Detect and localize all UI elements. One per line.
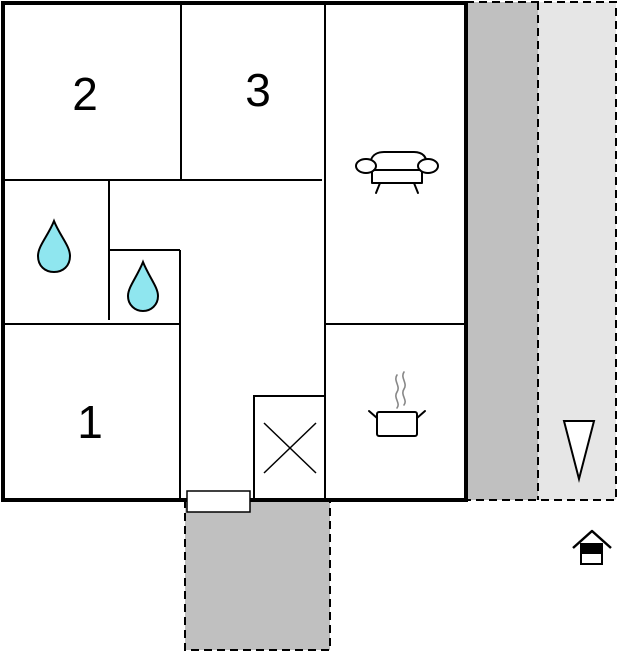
water-drop-icon-toilet <box>126 259 160 313</box>
north-arrow-icon <box>562 420 596 483</box>
cooking-pot-icon <box>368 371 426 437</box>
room-number-3: 3 <box>245 64 271 116</box>
terrace-front <box>184 500 331 651</box>
house-entrance-icon <box>572 529 612 565</box>
interior-walls <box>3 3 466 500</box>
terrace-front-area <box>185 500 330 650</box>
sofa-icon <box>355 151 439 194</box>
stairs <box>253 395 326 501</box>
terrace-dashed-outline <box>466 1 617 501</box>
entrance-door <box>186 490 251 513</box>
terrace-light-strip <box>538 2 616 500</box>
stairs-cross-icon-2 <box>263 422 317 474</box>
room-number-2: 2 <box>72 68 98 120</box>
terrace-side <box>466 1 617 501</box>
terrace-front-dashed-outline <box>184 500 331 651</box>
room-number-1: 1 <box>77 396 103 448</box>
water-drop-icon <box>36 218 72 274</box>
terrace-dark-strip <box>466 2 538 500</box>
